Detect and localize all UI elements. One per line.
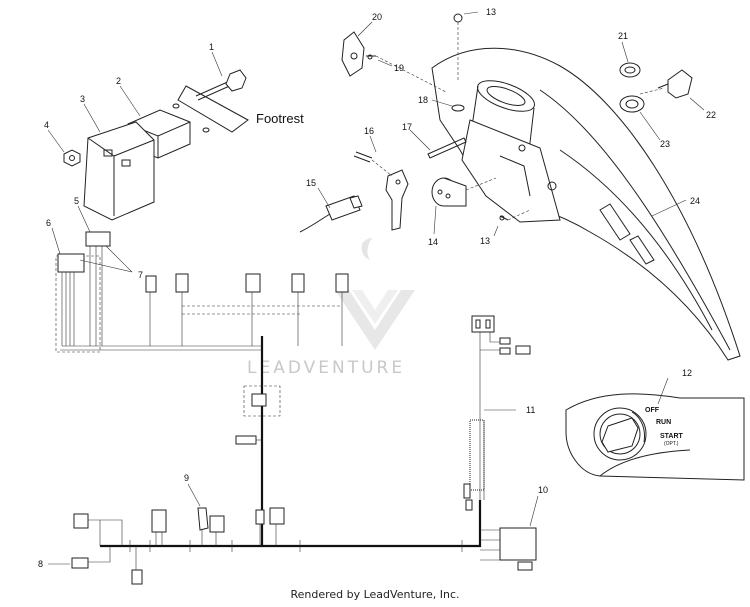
cable-assembly (299, 135, 409, 233)
footer-credit: Rendered by LeadVenture, Inc. (290, 588, 460, 601)
callout-2: 2 (116, 76, 121, 86)
callout-13-top: 13 (486, 7, 496, 17)
callout-18: 18 (418, 95, 428, 105)
callout-24: 24 (690, 196, 700, 206)
callout-15: 15 (306, 178, 316, 188)
callout-4: 4 (44, 120, 49, 130)
callout-21: 21 (618, 31, 628, 41)
wiring-harness (48, 205, 539, 585)
footrest-assembly (47, 51, 249, 221)
handle-assembly (341, 11, 741, 361)
callout-5: 5 (74, 196, 79, 206)
callout-14: 14 (428, 237, 438, 247)
callout-19: 19 (394, 63, 404, 73)
switch-run-label: RUN (656, 419, 671, 426)
callout-7: 7 (138, 270, 143, 280)
callout-8: 8 (38, 559, 43, 569)
callout-9: 9 (184, 473, 189, 483)
switch-off-label: OFF (645, 407, 660, 414)
callout-12: 12 (682, 368, 692, 378)
callout-23: 23 (660, 139, 670, 149)
ignition-switch-detail (565, 377, 745, 481)
watermark-text: LEADVENTURE (247, 358, 405, 378)
callout-6: 6 (46, 218, 51, 228)
callout-16: 16 (364, 126, 374, 136)
watermark-logo (335, 238, 415, 350)
callout-13-bottom: 13 (480, 236, 490, 246)
switch-opt-label: (OPT.) (664, 441, 679, 447)
switch-start-label: START (660, 433, 684, 440)
callout-22: 22 (706, 110, 716, 120)
callout-10: 10 (538, 485, 548, 495)
callout-11: 11 (526, 405, 535, 415)
callout-20: 20 (372, 12, 382, 22)
callout-3: 3 (80, 94, 85, 104)
callout-17: 17 (402, 122, 412, 132)
callout-1: 1 (209, 42, 214, 52)
footrest-label: Footrest (256, 111, 304, 126)
